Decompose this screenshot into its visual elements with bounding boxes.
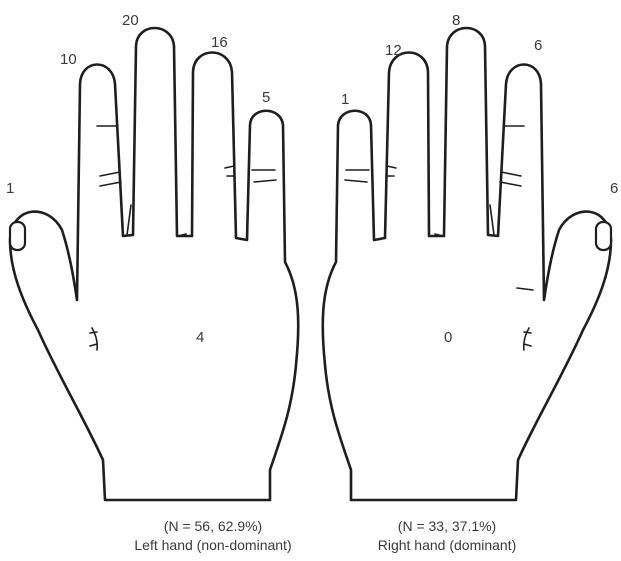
left-hand: 1 10 20 16 5 4 xyxy=(6,12,298,500)
left-index-count: 10 xyxy=(60,51,77,68)
left-hand-caption: (N = 56, 62.9%) Left hand (non-dominant) xyxy=(93,517,333,555)
left-thumbnail xyxy=(10,222,25,250)
right-hand-label: Right hand (dominant) xyxy=(327,536,567,555)
right-palm-count: 0 xyxy=(444,329,452,346)
right-little-count: 1 xyxy=(341,91,349,108)
right-thumbnail xyxy=(596,222,611,250)
left-thumb-count: 1 xyxy=(6,180,14,197)
right-hand xyxy=(323,28,611,500)
right-hand-outline xyxy=(323,28,611,500)
right-hand-caption: (N = 33, 37.1%) Right hand (dominant) xyxy=(327,517,567,555)
right-thumb-count: 6 xyxy=(610,180,618,197)
right-hand-n-line: (N = 33, 37.1%) xyxy=(327,517,567,536)
right-middle-count: 12 xyxy=(385,42,402,59)
left-little-count: 5 xyxy=(262,89,270,106)
left-ring-count: 16 xyxy=(211,34,228,51)
left-hand-n-line: (N = 56, 62.9%) xyxy=(93,517,333,536)
left-hand-label: Left hand (non-dominant) xyxy=(93,536,333,555)
right-index-count: 8 xyxy=(452,12,460,29)
right-ring-count: 6 xyxy=(534,37,542,54)
left-middle-count: 20 xyxy=(122,12,139,29)
left-hand-outline xyxy=(10,28,298,500)
left-palm-count: 4 xyxy=(196,329,204,346)
